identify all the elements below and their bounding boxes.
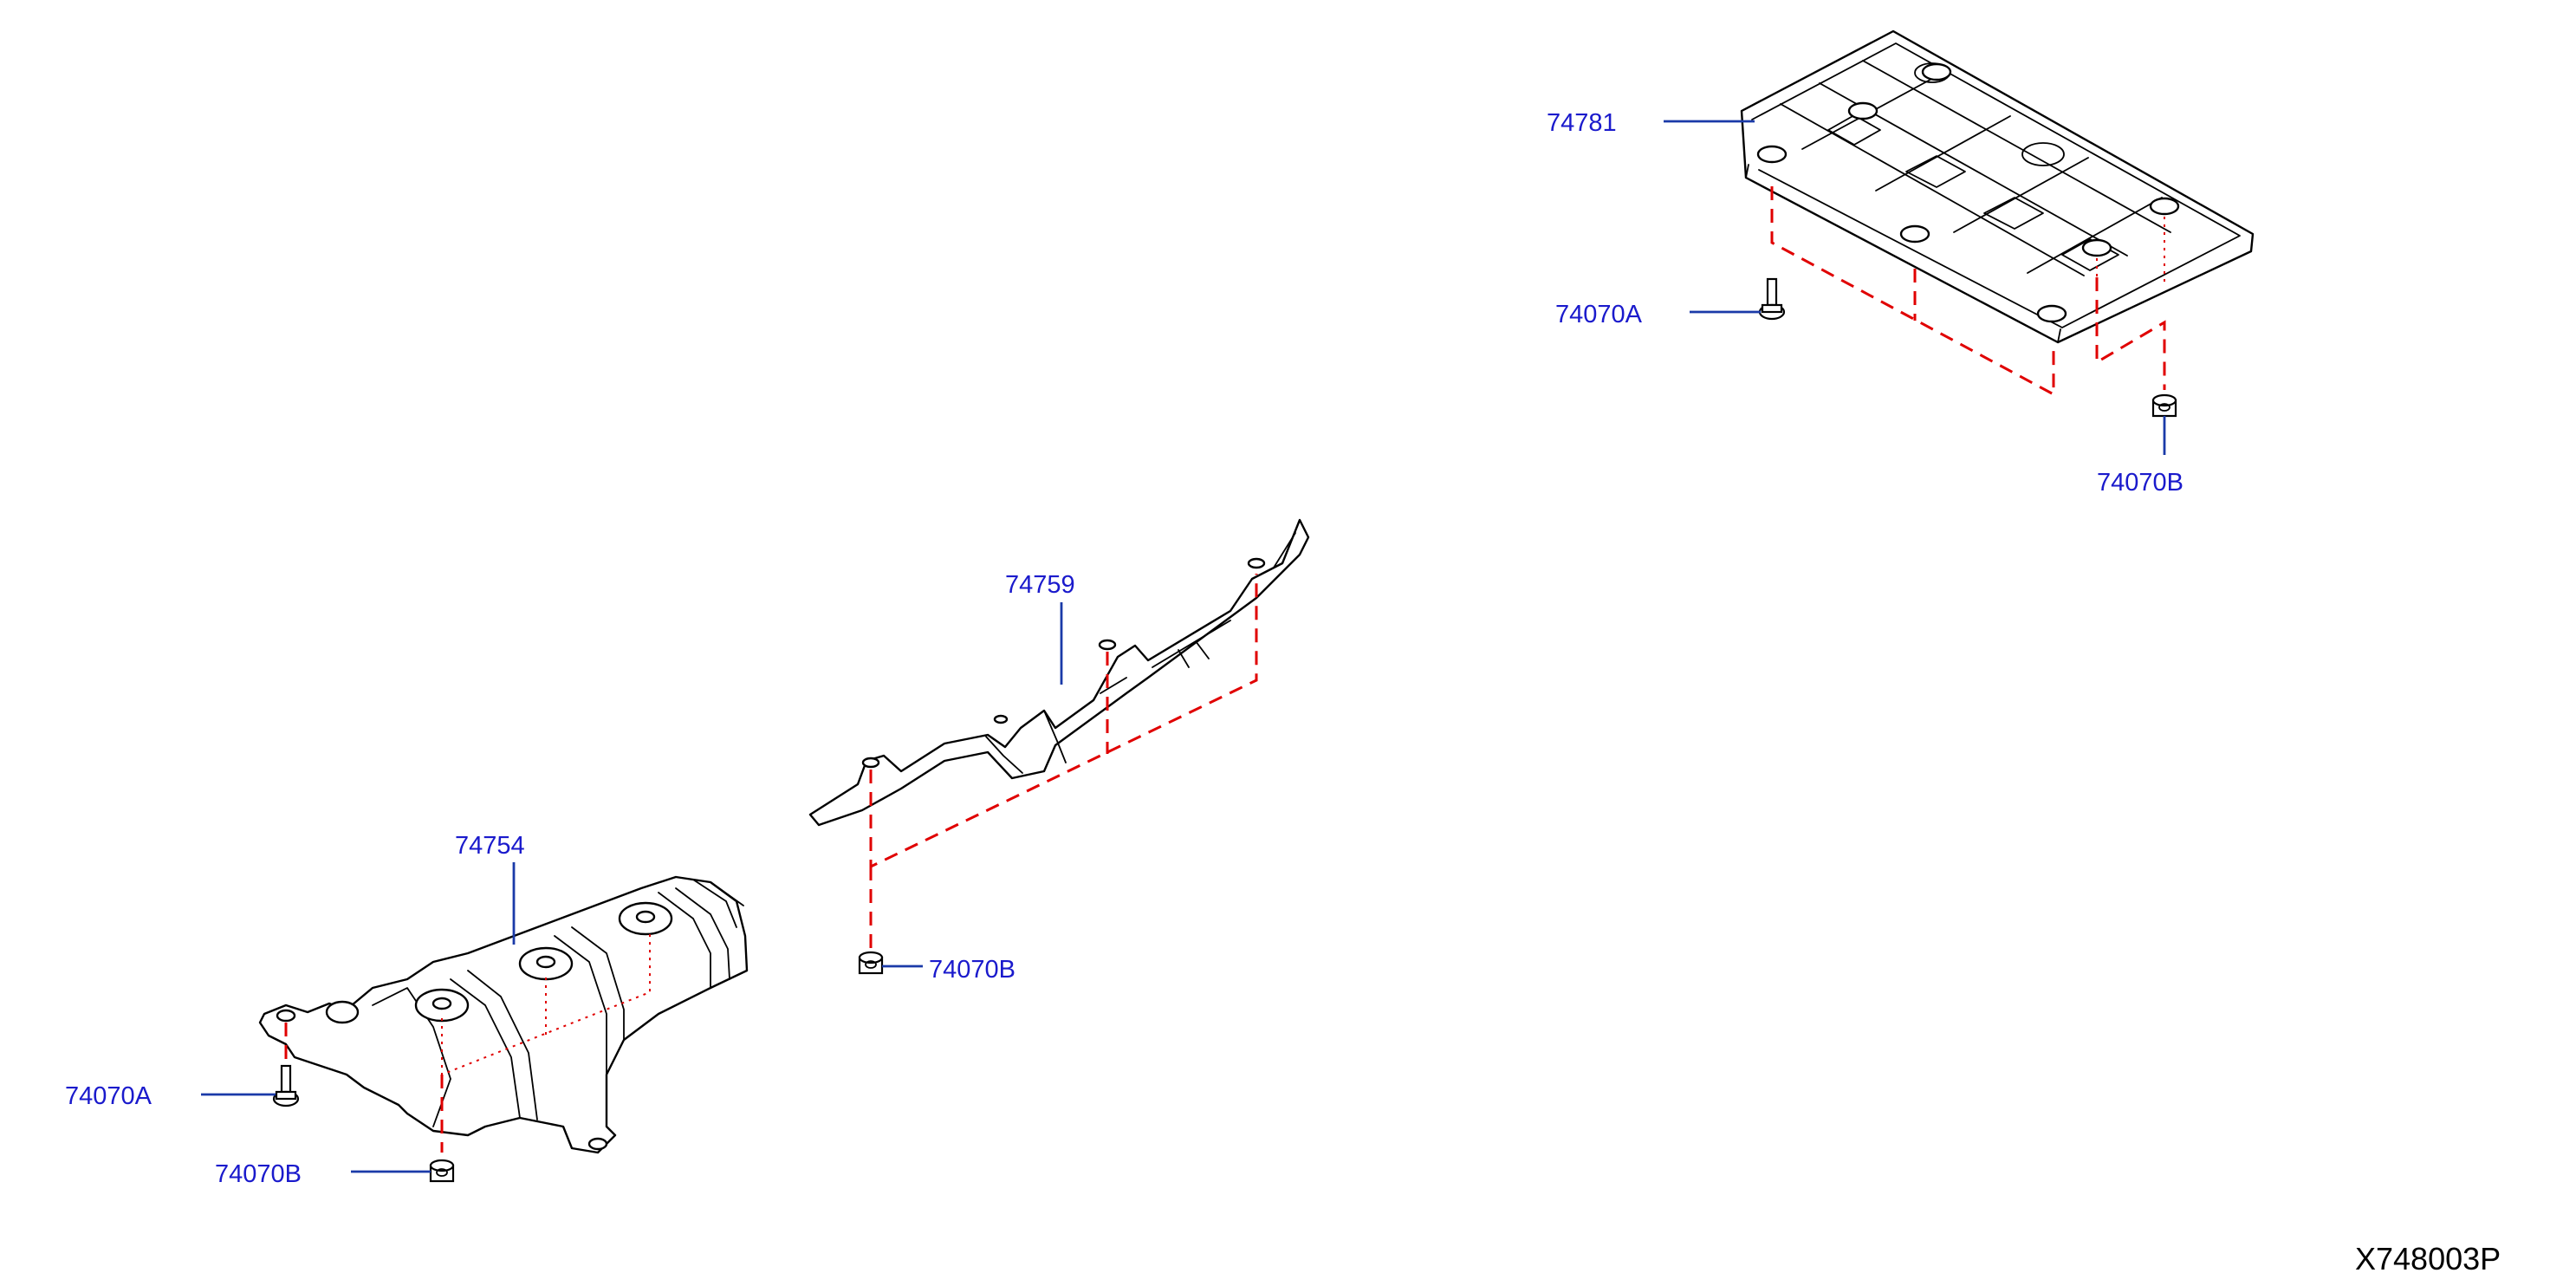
label-74070a-left[interactable]: 74070A xyxy=(65,1082,152,1110)
insulator-panel-74781[interactable] xyxy=(1740,29,2255,344)
nut-74070b-left[interactable] xyxy=(429,1159,455,1183)
nut-74070b-top[interactable] xyxy=(2151,393,2177,418)
diagram-code: X748003P xyxy=(2355,1241,2501,1276)
heat-shield-74759[interactable] xyxy=(808,518,1310,827)
label-74070a-top[interactable]: 74070A xyxy=(1555,301,1643,328)
bolt-74070a-top[interactable] xyxy=(1758,277,1786,321)
heat-shield-74754[interactable] xyxy=(258,875,749,1154)
bolt-74070a-left[interactable] xyxy=(272,1064,300,1107)
label-74070b-top[interactable]: 74070B xyxy=(2097,469,2183,497)
label-74759[interactable]: 74759 xyxy=(1005,571,1075,599)
label-74070b-mid[interactable]: 74070B xyxy=(929,956,1015,984)
label-74754[interactable]: 74754 xyxy=(455,832,525,860)
install-lines-74759 xyxy=(869,574,1258,953)
nut-74070b-mid[interactable] xyxy=(858,951,884,975)
label-74070b-left[interactable]: 74070B xyxy=(215,1160,302,1188)
install-lines-74781 xyxy=(1770,186,2166,397)
label-74781[interactable]: 74781 xyxy=(1547,109,1617,137)
